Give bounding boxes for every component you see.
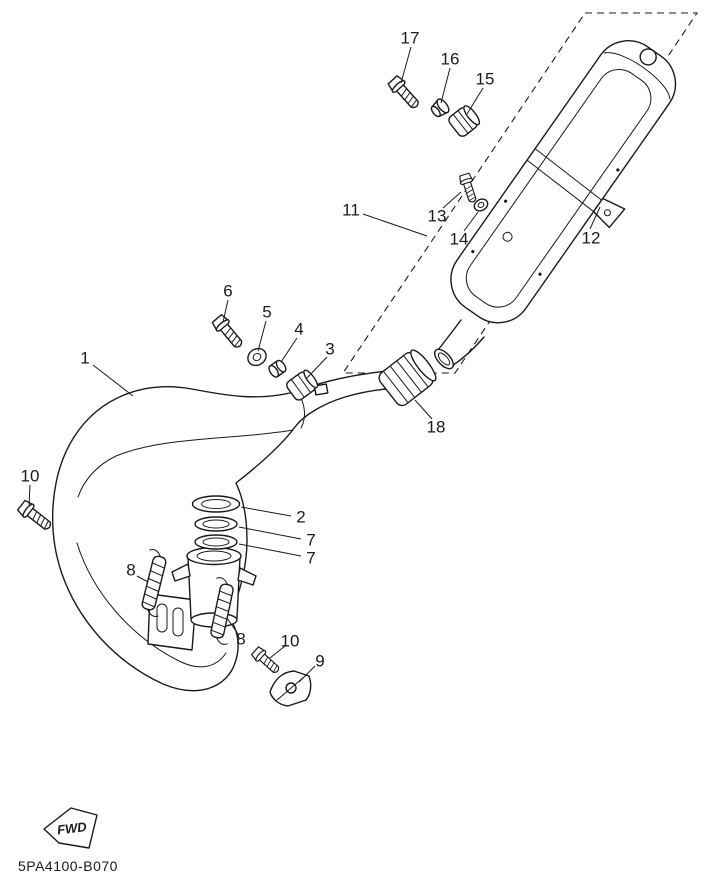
exhaust-joint-seal-18	[378, 349, 437, 407]
assembly-boundary-dashed	[341, 12, 699, 374]
leader-lines	[28, 46, 601, 683]
bolt-10-right	[249, 645, 283, 677]
diagram-part-code: 5PA4100-B070	[18, 858, 118, 874]
callout-3[interactable]: 3	[325, 339, 335, 359]
callout-5[interactable]: 5	[262, 302, 272, 322]
callout-7-upper[interactable]: 7	[306, 530, 316, 550]
callout-4[interactable]: 4	[294, 319, 304, 339]
callout-15[interactable]: 15	[475, 69, 495, 89]
callout-18[interactable]: 18	[426, 417, 446, 437]
callout-10-right[interactable]: 10	[280, 631, 300, 651]
callout-8-right[interactable]: 8	[236, 629, 246, 649]
callout-8-left[interactable]: 8	[126, 560, 136, 580]
callout-12[interactable]: 12	[581, 228, 601, 248]
stay-bracket-9	[269, 670, 312, 707]
gasket-ring-2	[191, 495, 241, 513]
callout-17[interactable]: 17	[400, 28, 420, 48]
washer-5	[247, 347, 267, 367]
spacer-4	[268, 359, 287, 378]
callout-6[interactable]: 6	[223, 281, 233, 301]
grommet-3	[286, 369, 319, 401]
muffler-inlet-pipe	[434, 319, 485, 370]
fwd-arrow: FWD	[43, 807, 98, 849]
callout-9[interactable]: 9	[315, 651, 325, 671]
washer-14	[473, 198, 489, 212]
pipe-spring-right-8	[210, 577, 234, 645]
damper-15	[448, 105, 481, 137]
callout-1[interactable]: 1	[80, 348, 90, 368]
callout-7-lower[interactable]: 7	[306, 548, 316, 568]
o-ring-7-upper	[194, 516, 238, 532]
collar-16	[430, 98, 450, 118]
callout-16[interactable]: 16	[440, 49, 460, 69]
fwd-label: FWD	[56, 819, 88, 838]
bolt-13	[457, 172, 480, 205]
bolt-6	[210, 312, 247, 352]
bolt-17	[385, 73, 424, 113]
muffler-band-12	[526, 148, 626, 229]
o-ring-7-lower	[194, 534, 238, 550]
callout-11[interactable]: 11	[342, 200, 360, 220]
bolt-10-left	[15, 498, 56, 535]
callout-13[interactable]: 13	[427, 206, 447, 226]
callout-14[interactable]: 14	[449, 229, 469, 249]
callout-10-left[interactable]: 10	[20, 466, 40, 486]
callout-2[interactable]: 2	[296, 507, 306, 527]
muffler-silencer	[450, 40, 677, 324]
